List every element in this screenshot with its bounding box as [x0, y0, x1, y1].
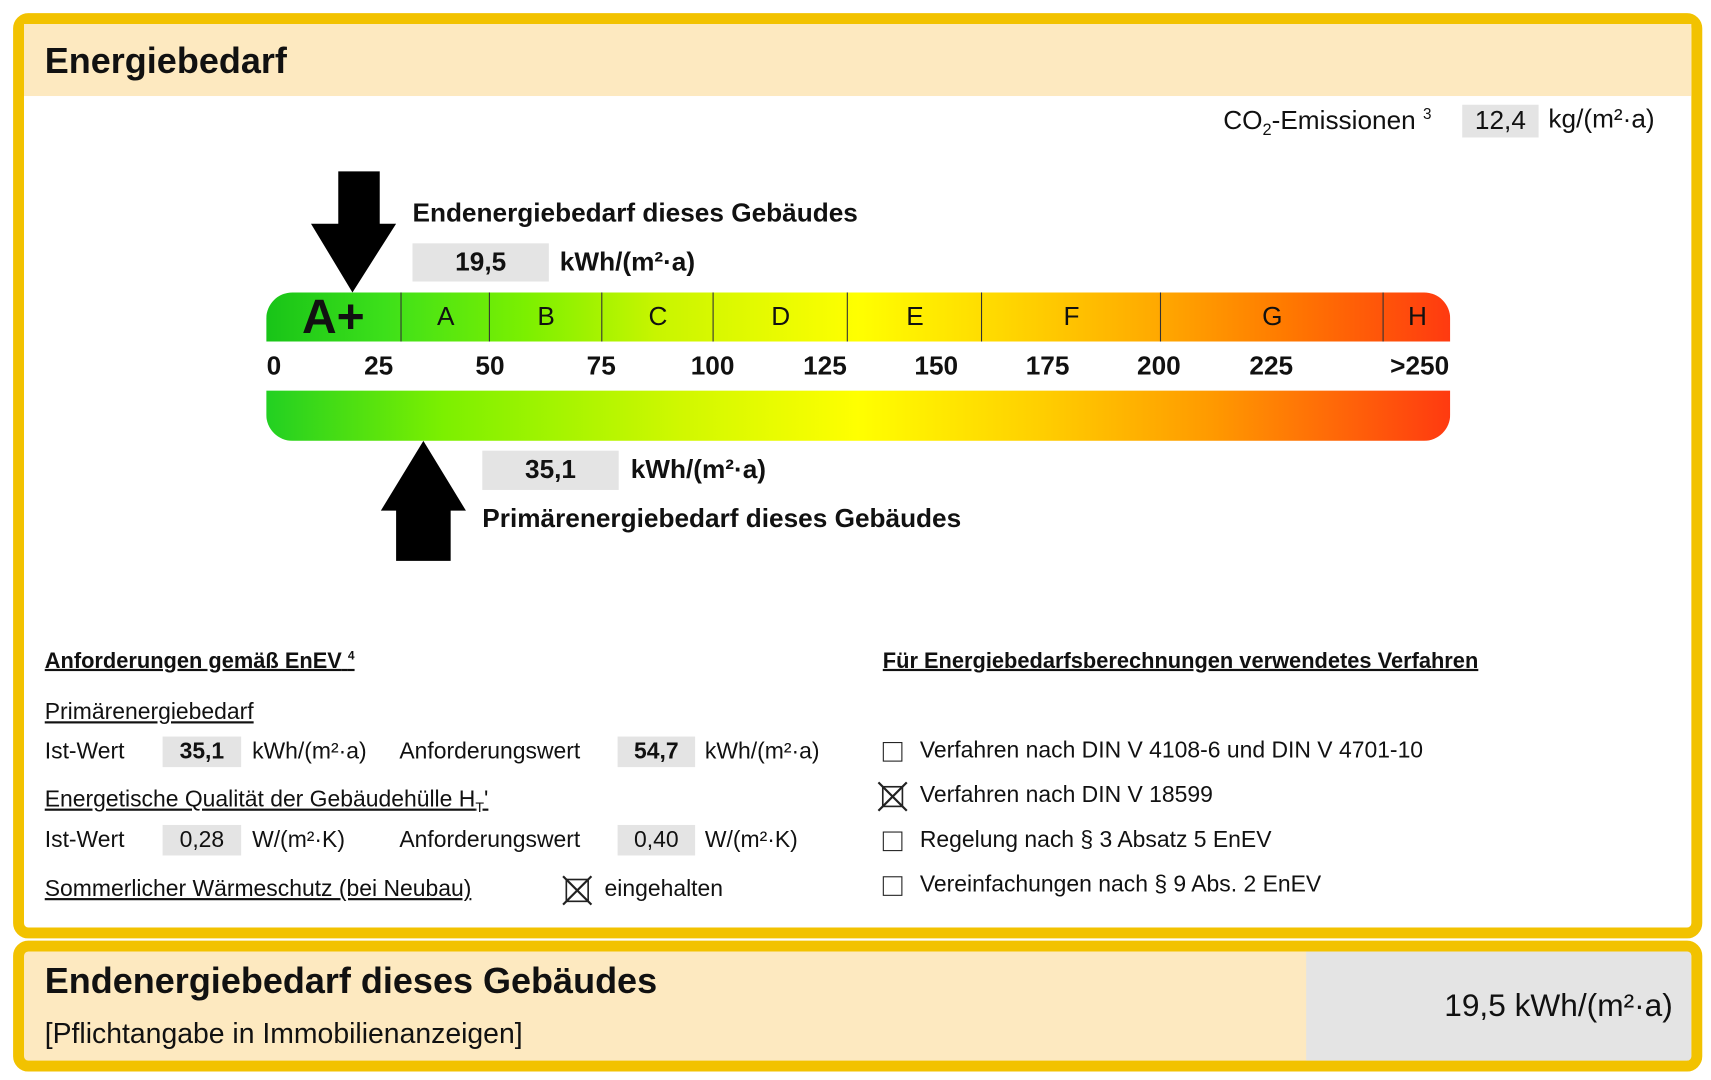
class-e: E: [846, 292, 982, 342]
tick-label: 125: [803, 351, 847, 381]
envelope-quality-title: Energetische Qualität der Gebäudehülle H…: [44, 786, 489, 816]
class-b: B: [488, 292, 602, 342]
primary-requirement-title: Primärenergiebedarf: [44, 699, 254, 725]
unit: W/(m²·K): [252, 827, 345, 853]
class-d: D: [712, 292, 848, 342]
footer-summary: [13, 940, 1703, 1072]
summer-protection-status: eingehalten: [604, 876, 724, 902]
primary-energy-value: 35,1: [482, 450, 619, 490]
method-label: Regelung nach § 3 Absatz 5 EnEV: [919, 827, 1272, 853]
requirement-label: Anforderungswert: [399, 738, 581, 764]
envelope-requirement-value: 0,40: [617, 824, 696, 856]
primary-energy-unit: kWh/(m²·a): [630, 455, 767, 485]
panel-header: [24, 24, 1692, 97]
method-checkbox[interactable]: [882, 876, 903, 896]
summer-protection-checkbox[interactable]: [561, 874, 594, 907]
primary-ist-value: 35,1: [162, 736, 242, 768]
method-label: Verfahren nach DIN V 4108-6 und DIN V 47…: [919, 737, 1424, 763]
end-energy-unit: kWh/(m²·a): [559, 247, 696, 278]
tick-label: 75: [586, 351, 616, 381]
co2-unit: kg/(m²·a): [1548, 104, 1655, 135]
page-title: Energiebedarf: [44, 40, 287, 81]
ist-label: Ist-Wert: [44, 738, 125, 764]
class-a-plus: A+: [301, 290, 365, 344]
footer-subtitle: [Pflichtangabe in Immobilienanzeigen]: [44, 1016, 523, 1050]
tick-label: 200: [1137, 351, 1181, 381]
tick-label: >250: [1390, 351, 1450, 381]
energy-demand-panel: [13, 13, 1703, 939]
summer-protection-title: Sommerlicher Wärmeschutz (bei Neubau): [44, 876, 472, 902]
tick-label: 150: [914, 351, 959, 381]
primary-energy-arrow-icon: [380, 440, 466, 561]
footer-value: 19,5 kWh/(m²·a): [1444, 988, 1673, 1024]
methods-title: Für Energiebedarfsberechnungen verwendet…: [882, 649, 1479, 674]
footer-title: Endenergiebedarf dieses Gebäudes: [44, 960, 658, 1001]
tick-label: 50: [475, 351, 505, 381]
method-label: Verfahren nach DIN V 18599: [919, 782, 1213, 808]
class-c: C: [601, 292, 713, 342]
co2-label: CO2-Emissionen 3: [1223, 104, 1432, 140]
method-checkbox[interactable]: [882, 831, 903, 852]
method-checkbox[interactable]: [882, 742, 903, 762]
co2-value: 12,4: [1462, 104, 1539, 138]
energy-scale: [266, 292, 1451, 441]
tick-label: 0: [266, 351, 282, 381]
footer-value-area: [1306, 951, 1692, 1061]
class-f: F: [980, 292, 1161, 342]
unit: kWh/(m²·a): [704, 738, 820, 764]
method-label: Vereinfachungen nach § 9 Abs. 2 EnEV: [919, 871, 1322, 897]
end-energy-value: 19,5: [412, 243, 549, 282]
class-g: G: [1159, 292, 1384, 342]
tick-label: 225: [1249, 351, 1294, 381]
envelope-ist-value: 0,28: [162, 824, 242, 856]
class-a: A: [400, 292, 489, 342]
tick-label: 25: [364, 351, 394, 381]
method-checkbox-checked[interactable]: [876, 780, 909, 813]
end-energy-label: Endenergiebedarf dieses Gebäudes: [412, 198, 858, 229]
primary-requirement-value: 54,7: [617, 736, 696, 768]
ist-label: Ist-Wert: [44, 827, 125, 853]
primary-energy-label: Primärenergiebedarf dieses Gebäudes: [482, 504, 962, 534]
tick-label: 175: [1025, 351, 1070, 381]
requirements-title: Anforderungen gemäß EnEV 4: [44, 649, 355, 674]
requirement-label: Anforderungswert: [399, 827, 581, 853]
end-energy-arrow-icon: [310, 171, 397, 293]
unit: kWh/(m²·a): [252, 738, 367, 764]
class-h: H: [1382, 292, 1452, 342]
tick-label: 100: [690, 351, 735, 381]
unit: W/(m²·K): [704, 827, 798, 853]
